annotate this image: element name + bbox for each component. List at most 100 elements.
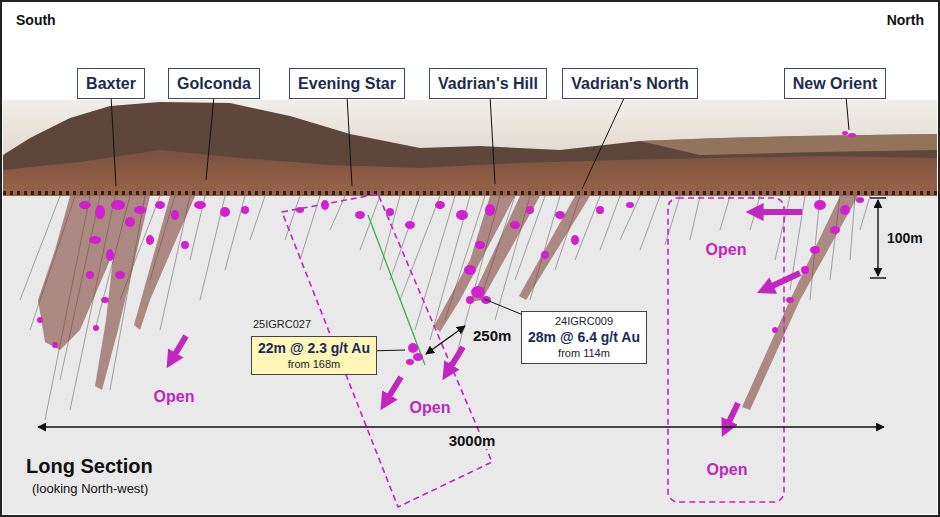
intercept-depth: from 168m bbox=[258, 357, 370, 371]
deposit-name: Golconda bbox=[177, 73, 251, 94]
open-label: Open bbox=[408, 399, 453, 417]
deposit-label-box: Evening Star bbox=[289, 68, 405, 99]
gold-intercepts bbox=[456, 210, 468, 220]
gold-intercepts bbox=[171, 210, 179, 220]
gold-intercepts bbox=[510, 221, 520, 229]
gold-intercepts bbox=[89, 236, 101, 244]
leader-lines bbox=[582, 96, 625, 189]
open-arrows bbox=[174, 336, 186, 356]
far-plain bbox=[640, 134, 937, 155]
dimension-lines bbox=[870, 197, 886, 198]
plain bbox=[3, 150, 937, 196]
dimension-label: 100m bbox=[885, 230, 925, 246]
leader-lines bbox=[347, 96, 352, 186]
dimension-label: 250m bbox=[471, 327, 513, 344]
leader-lines bbox=[846, 96, 849, 130]
deposit-name: New Orient bbox=[793, 73, 877, 94]
gold-intercepts bbox=[475, 241, 485, 249]
drill-intercept-callout: 24IGRC00928m @ 6.4 g/t Aufrom 114m bbox=[521, 311, 647, 364]
open-label: Open bbox=[704, 241, 749, 259]
deposit-label-box: New Orient bbox=[784, 68, 886, 99]
section-ground bbox=[3, 196, 937, 514]
ore-lodes bbox=[519, 196, 590, 300]
gold-intercepts bbox=[810, 246, 820, 254]
open-label: Open bbox=[705, 461, 750, 479]
dimension-lines bbox=[38, 426, 884, 427]
gold-intercepts bbox=[466, 296, 474, 304]
gold-intercepts bbox=[37, 317, 43, 323]
gold-intercepts bbox=[355, 211, 365, 219]
open-label: Open bbox=[152, 388, 197, 406]
gold-intercepts bbox=[471, 286, 485, 298]
hills bbox=[3, 102, 937, 196]
surface-dots bbox=[3, 191, 937, 195]
gold-intercepts bbox=[115, 271, 125, 279]
gold-intercepts bbox=[155, 201, 165, 209]
leader-lines bbox=[111, 96, 849, 352]
ore-lodes bbox=[134, 196, 195, 330]
deposit-name: Vadrian's North bbox=[571, 73, 689, 94]
gold-intercepts bbox=[106, 249, 114, 261]
gold-intercepts bbox=[86, 271, 94, 279]
deposit-label-box: Baxter bbox=[77, 68, 145, 99]
sky bbox=[3, 100, 937, 196]
gold-intercepts bbox=[571, 235, 579, 245]
hole-id: 24IGRC009 bbox=[528, 314, 640, 328]
section-subtitle: (looking North-west) bbox=[30, 482, 150, 497]
open-arrows bbox=[450, 347, 463, 368]
intercept-grade: 22m @ 2.3 g/t Au bbox=[258, 339, 370, 357]
gold-intercepts bbox=[848, 133, 856, 137]
gold-intercepts bbox=[111, 200, 125, 210]
gold-intercepts bbox=[856, 197, 864, 203]
gold-intercepts bbox=[181, 241, 189, 249]
gold-intercepts bbox=[464, 265, 476, 275]
leader-lines bbox=[111, 96, 116, 186]
compass-label: North bbox=[887, 12, 924, 28]
gold-intercepts bbox=[541, 251, 549, 259]
gold-intercepts bbox=[485, 204, 495, 216]
drill-intercept-callout: 25IGRC02722m @ 2.3 g/t Aufrom 168m bbox=[251, 314, 377, 375]
callout-box: 22m @ 2.3 g/t Aufrom 168m bbox=[251, 336, 377, 375]
deposit-label-box: Golconda bbox=[168, 68, 260, 99]
dimension-lines bbox=[38, 198, 886, 427]
deposit-label-box: Vadrian's North bbox=[562, 68, 698, 99]
gold-intercepts bbox=[840, 205, 850, 215]
gold-intercepts bbox=[134, 206, 146, 214]
gold-intercepts bbox=[626, 202, 634, 208]
gold-intercepts bbox=[220, 207, 230, 217]
gold-intercepts bbox=[801, 266, 809, 274]
callout-box: 24IGRC00928m @ 6.4 g/t Aufrom 114m bbox=[521, 311, 647, 364]
gold-intercepts bbox=[93, 325, 99, 331]
gold-intercepts bbox=[435, 201, 445, 209]
leader-lines bbox=[206, 96, 214, 180]
gold-intercepts bbox=[830, 226, 840, 234]
ore-lodes bbox=[434, 196, 515, 332]
dimension-lines bbox=[870, 277, 886, 278]
gold-intercepts bbox=[842, 131, 848, 135]
gold-intercepts bbox=[95, 205, 105, 219]
open-arrows bbox=[174, 212, 802, 424]
gold-intercepts bbox=[241, 206, 249, 214]
gold-intercepts bbox=[596, 206, 604, 214]
dimension-label: 3000m bbox=[447, 432, 498, 449]
gold-intercepts bbox=[555, 211, 565, 219]
gold-intercepts bbox=[194, 201, 206, 209]
deposit-name: Vadrian's Hill bbox=[438, 73, 538, 94]
deposit-name: Evening Star bbox=[298, 73, 396, 94]
drillholes bbox=[20, 196, 870, 420]
gold-intercepts bbox=[52, 342, 58, 348]
open-arrows bbox=[728, 403, 738, 424]
leader-lines bbox=[490, 96, 495, 184]
deposit-name: Baxter bbox=[86, 73, 136, 94]
ore-lodes bbox=[742, 196, 858, 410]
open-arrows bbox=[388, 377, 401, 398]
gold-intercepts bbox=[772, 327, 778, 333]
ore-lodes bbox=[38, 196, 858, 410]
gold-intercepts bbox=[405, 221, 415, 229]
intercept-grade: 28m @ 6.4 g/t Au bbox=[528, 328, 640, 346]
gold-intercepts bbox=[413, 353, 423, 361]
dimension-lines bbox=[877, 200, 878, 276]
